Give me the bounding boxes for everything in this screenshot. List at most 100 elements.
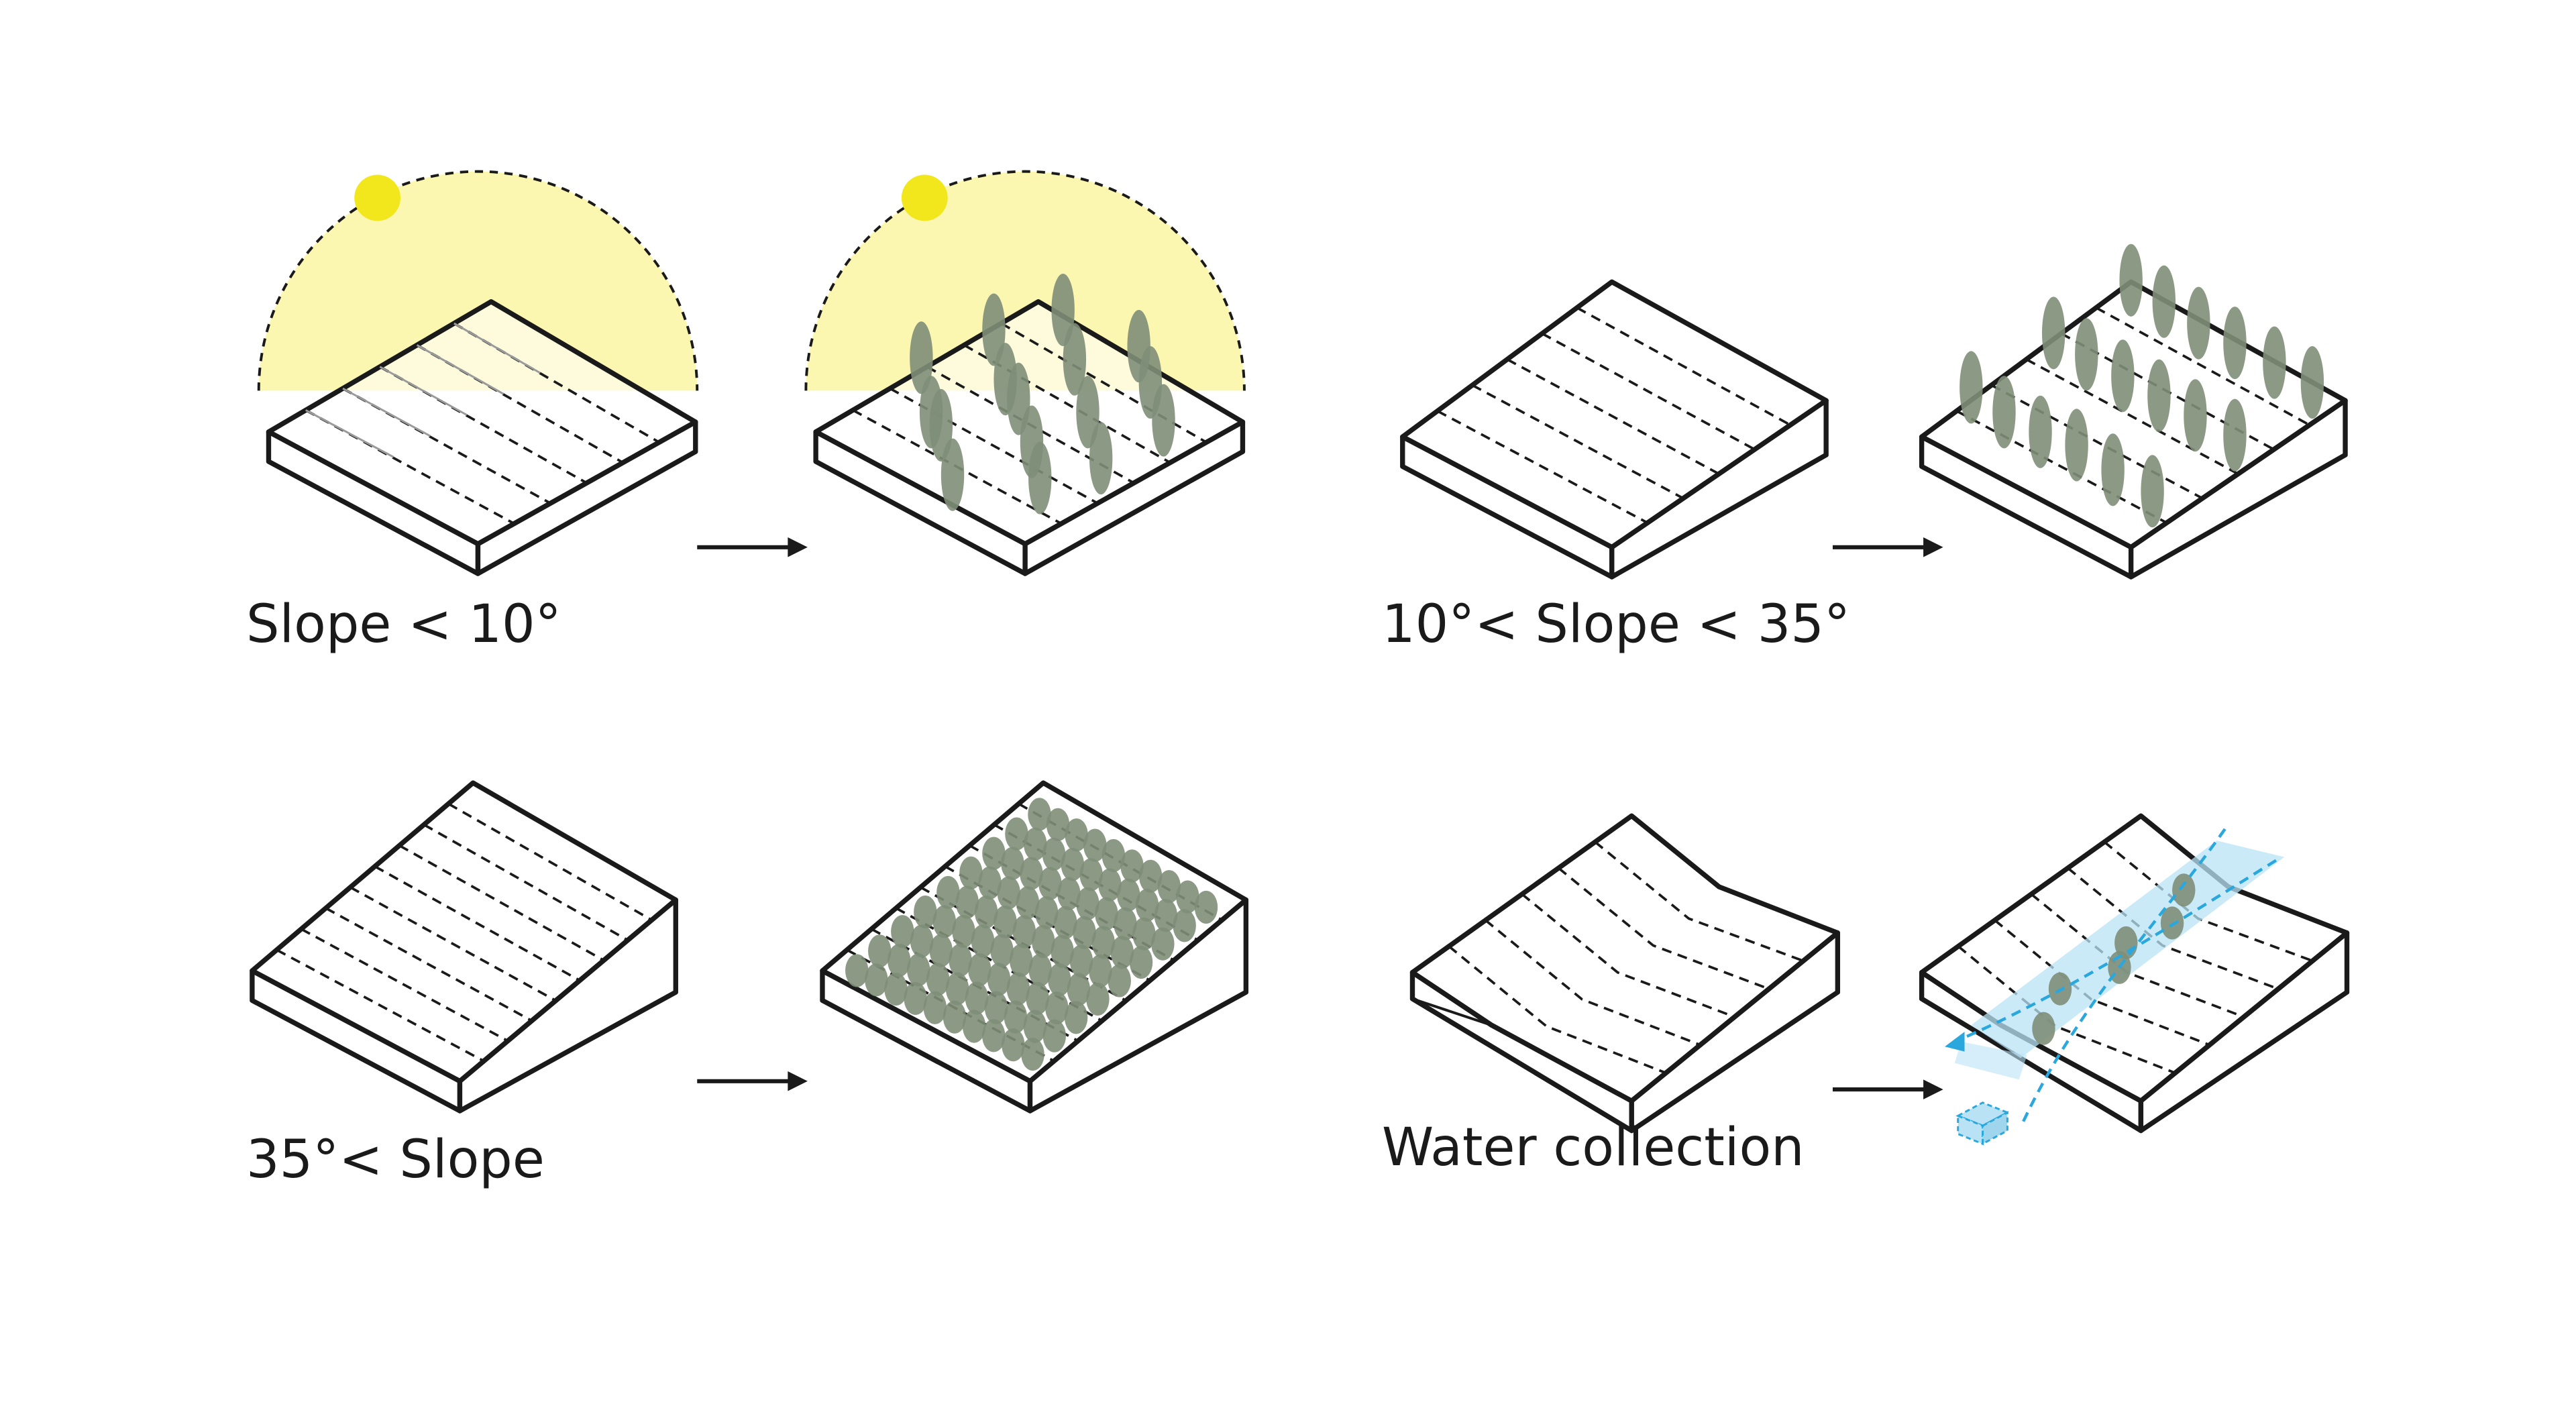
tree-icon bbox=[1154, 899, 1178, 932]
tree-icon bbox=[936, 875, 960, 909]
tree-icon bbox=[1061, 848, 1085, 881]
tree-icon bbox=[1045, 991, 1069, 1025]
tree-icon bbox=[2223, 307, 2247, 380]
tree-icon bbox=[932, 905, 957, 938]
contour-line bbox=[1957, 945, 2176, 1075]
tree-icon bbox=[959, 856, 983, 889]
tree-icon bbox=[906, 953, 930, 987]
tree-icon bbox=[926, 963, 950, 996]
arrow-right-icon bbox=[697, 537, 808, 557]
tree-icon bbox=[2152, 265, 2176, 338]
tree-icon bbox=[1076, 376, 1099, 449]
panel-4-before bbox=[1409, 813, 1841, 1134]
tree-icon bbox=[1023, 1010, 1047, 1043]
tree-icon bbox=[978, 866, 1002, 900]
tree-icon bbox=[2075, 318, 2098, 391]
tree-icon bbox=[1054, 906, 1077, 939]
tree-icon bbox=[974, 896, 998, 929]
tree-icon bbox=[1034, 896, 1059, 930]
tree-icon bbox=[1194, 890, 1218, 924]
tree-icon bbox=[1098, 868, 1122, 902]
tree-icon bbox=[1992, 376, 2016, 449]
tree-icon bbox=[1021, 1037, 1044, 1071]
tree-icon bbox=[1069, 944, 1093, 978]
tree-icon bbox=[1020, 857, 1043, 890]
tree-icon bbox=[2114, 926, 2138, 959]
tree-icon bbox=[968, 953, 991, 987]
panel-1-after bbox=[804, 170, 1246, 576]
contour-lines bbox=[1448, 841, 1804, 1075]
tree-icon bbox=[955, 885, 979, 919]
terrain-block-flat bbox=[266, 299, 698, 576]
tree-icon bbox=[1176, 880, 1199, 914]
panel-3-after bbox=[820, 780, 1249, 1114]
tree-icon bbox=[990, 934, 1014, 967]
sun-path-dashed bbox=[257, 170, 699, 391]
tree-icon bbox=[1132, 917, 1156, 951]
tree-icon bbox=[891, 915, 914, 949]
contour-line-faint bbox=[342, 387, 431, 437]
contour-line bbox=[301, 928, 508, 1042]
contour-line-faint bbox=[453, 322, 541, 374]
caption-slope-over-35: 35°< Slope bbox=[246, 1130, 545, 1190]
contour-line bbox=[1000, 322, 1208, 443]
tree-icon bbox=[965, 981, 989, 1015]
sun-icon bbox=[354, 174, 401, 221]
tree-icon bbox=[1038, 867, 1062, 900]
contour-line-faint bbox=[379, 366, 468, 416]
tree-icon bbox=[1028, 441, 1052, 515]
contour-line bbox=[1471, 384, 1684, 500]
contour-line bbox=[423, 823, 629, 942]
tree-icon bbox=[2187, 286, 2210, 360]
contour-line bbox=[276, 949, 485, 1063]
tree-icon bbox=[994, 905, 1017, 938]
contour-line bbox=[325, 907, 533, 1022]
tree-icon bbox=[1076, 887, 1099, 920]
panel-4-after bbox=[1919, 813, 2350, 1146]
tree-icon bbox=[2111, 339, 2135, 413]
tree-icon bbox=[910, 924, 934, 958]
tree-icon bbox=[1138, 859, 1163, 893]
caption-water-collection: Water collection bbox=[1382, 1118, 1805, 1178]
contour-line bbox=[1955, 410, 2167, 524]
tree-dense-grid bbox=[845, 798, 1218, 1071]
contour-line bbox=[1594, 841, 1804, 963]
tree-icon bbox=[945, 972, 969, 1006]
contour-line bbox=[1506, 358, 1720, 476]
tree-icon bbox=[1005, 817, 1028, 851]
tree-icon bbox=[2223, 398, 2247, 472]
tree-icon bbox=[1091, 926, 1115, 959]
tree-icon bbox=[1117, 878, 1140, 912]
tree-icon bbox=[1042, 1019, 1067, 1052]
tree-icon bbox=[2101, 433, 2125, 506]
tree-icon bbox=[2184, 379, 2207, 452]
panel-3-before bbox=[250, 780, 678, 1114]
tree-icon bbox=[1065, 818, 1088, 852]
contour-line-faint bbox=[416, 344, 504, 395]
tree-icon bbox=[868, 934, 892, 968]
tree-icon bbox=[1089, 954, 1112, 987]
tree-icon bbox=[2300, 346, 2324, 419]
contour-line bbox=[1558, 867, 1770, 990]
tree-icon bbox=[2263, 326, 2286, 399]
contour-line bbox=[350, 886, 557, 1002]
tree-icon bbox=[1016, 886, 1040, 920]
tree-icon bbox=[982, 836, 1006, 870]
tree-icon bbox=[914, 895, 937, 929]
arrow-left-down-icon bbox=[1945, 1032, 1965, 1052]
sun-path-halo bbox=[258, 171, 698, 391]
contour-line bbox=[398, 844, 604, 962]
tree-icon bbox=[1028, 953, 1052, 987]
panel-1-before bbox=[257, 170, 699, 576]
tree-icon bbox=[1089, 422, 1113, 495]
tree-grid bbox=[1960, 244, 2324, 528]
tree-icon bbox=[1042, 837, 1066, 871]
sun-icon bbox=[901, 174, 948, 221]
tree-icon bbox=[1001, 847, 1024, 880]
tree-icon bbox=[2119, 244, 2143, 317]
tree-icon bbox=[949, 943, 972, 977]
tree-icon bbox=[1024, 827, 1047, 861]
tree-icon bbox=[1067, 973, 1091, 1006]
tree-icon bbox=[1086, 982, 1110, 1016]
